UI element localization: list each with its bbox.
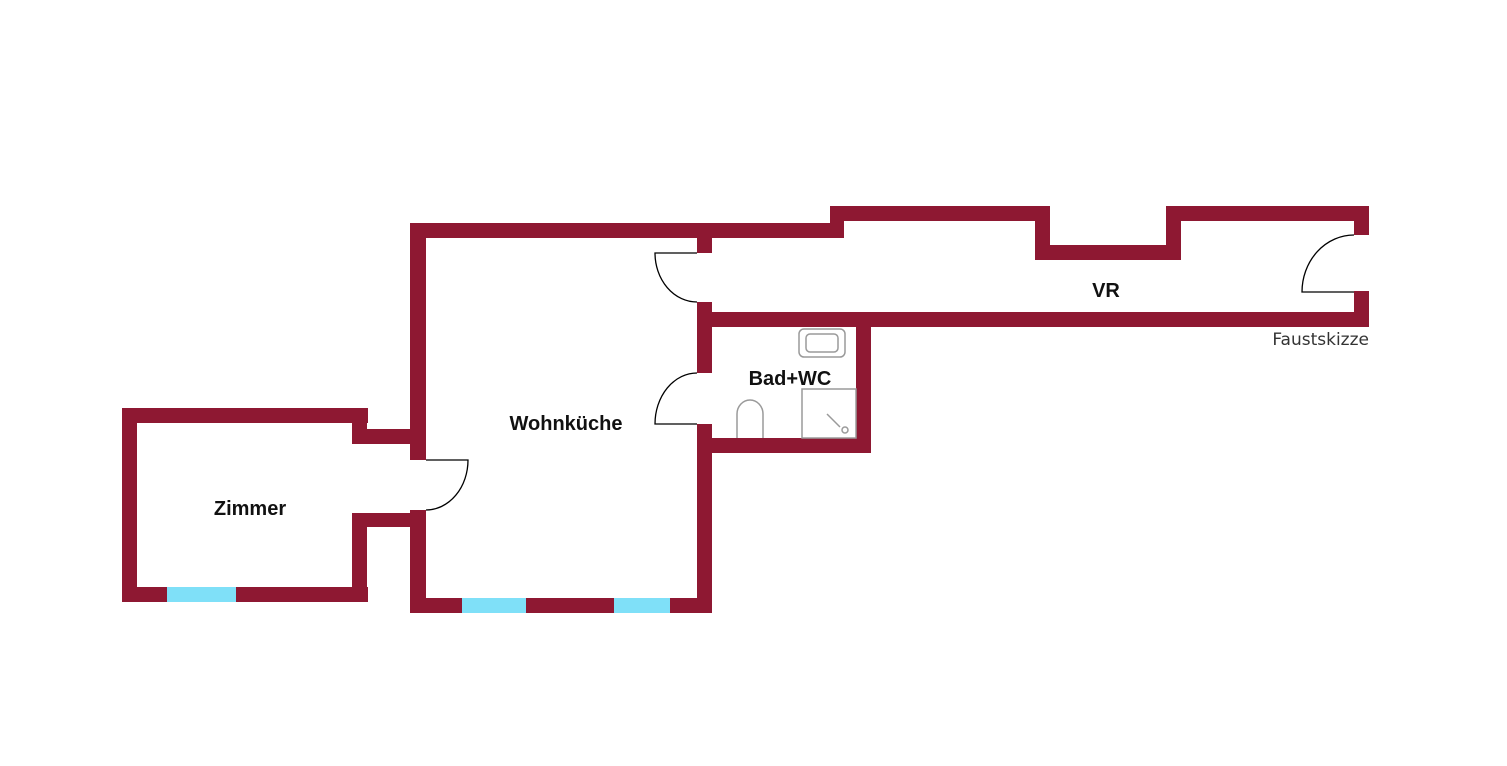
sketch-note: Faustskizze — [1272, 330, 1369, 350]
sink-basin-icon — [805, 333, 839, 353]
bath-wall-bottom — [697, 438, 871, 453]
room-label-vr: VR — [1092, 280, 1120, 302]
window-kitchen-1 — [462, 598, 526, 613]
sink-icon — [798, 328, 846, 358]
bath-fixtures — [736, 328, 857, 439]
toilet-icon — [736, 399, 764, 438]
shower-drain-line — [826, 413, 841, 428]
door-kitchen-vr — [654, 252, 698, 303]
walls — [122, 206, 1369, 613]
windows — [167, 587, 670, 613]
vr-wall-top-2 — [1035, 245, 1181, 260]
zimmer-wall-right-lower — [352, 513, 367, 602]
shower-drain-icon — [841, 426, 849, 434]
vr-wall-bottom — [697, 312, 1369, 327]
room-label-zimmer: Zimmer — [214, 498, 286, 520]
doors — [425, 234, 1355, 511]
room-label-bad-wc: Bad+WC — [749, 368, 832, 390]
zimmer-wall-left — [122, 408, 137, 602]
vr-wall-step-1 — [830, 206, 844, 238]
kitchen-wall-top — [410, 223, 844, 238]
zimmer-wall-top — [122, 408, 368, 423]
kitchen-wall-right-c — [697, 424, 712, 613]
kitchen-wall-left-lower — [410, 510, 426, 613]
zimmer-wall-bottom — [122, 587, 368, 602]
connector-wall-top — [352, 429, 426, 444]
vr-wall-right-upper — [1354, 206, 1369, 235]
kitchen-wall-left-upper — [410, 223, 426, 460]
window-kitchen-2 — [614, 598, 670, 613]
kitchen-wall-right-a — [697, 223, 712, 253]
bath-wall-right — [856, 312, 871, 453]
vr-wall-top-1 — [830, 206, 1050, 221]
door-kitchen-bath — [654, 372, 698, 425]
window-zimmer — [167, 587, 236, 602]
vr-wall-top-3 — [1166, 206, 1369, 221]
room-label-wohnkueche: Wohnküche — [510, 413, 623, 435]
shower-icon — [801, 388, 857, 439]
door-entrance — [1301, 234, 1355, 293]
connector-wall-bottom — [352, 513, 426, 527]
door-zimmer-kitchen — [425, 459, 469, 511]
